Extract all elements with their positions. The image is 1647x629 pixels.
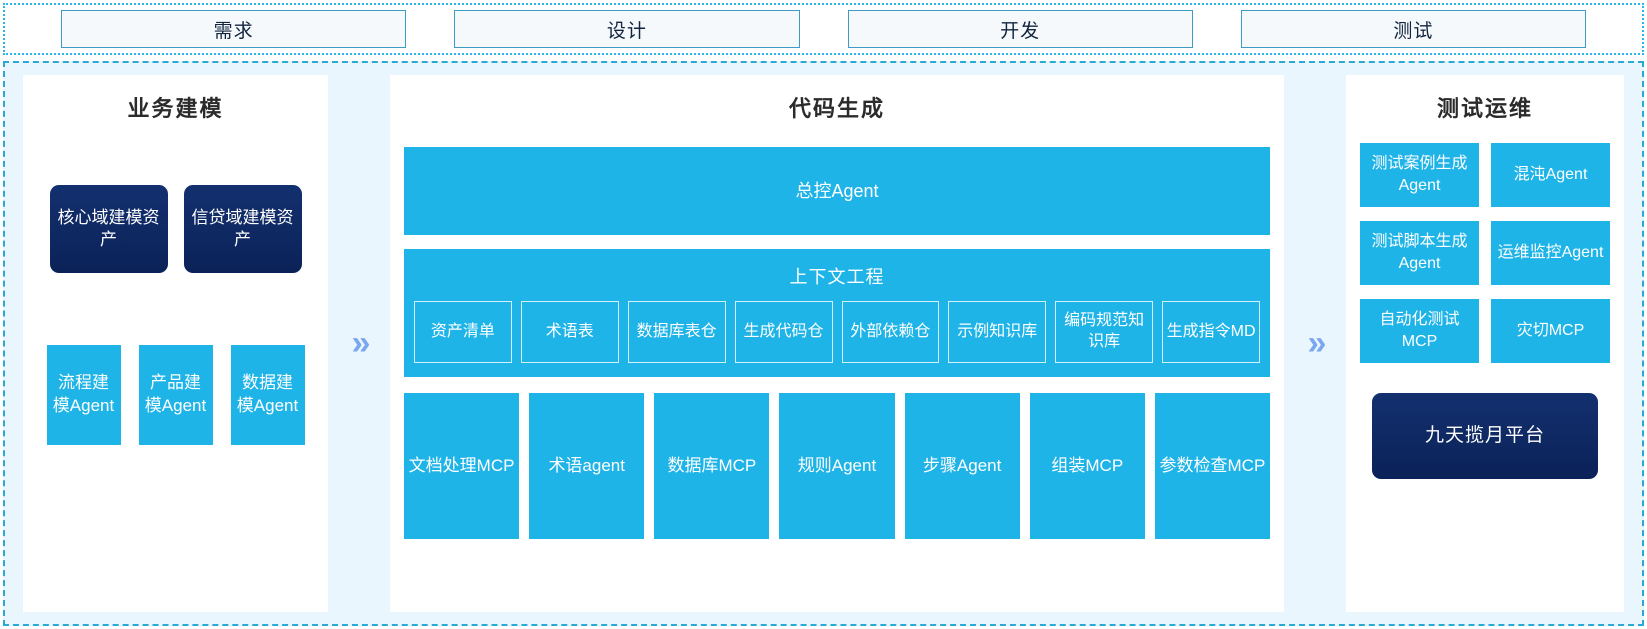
panel-title-test-operations: 测试运维 <box>1436 96 1533 121</box>
mcp-disaster-switchover[interactable]: 灾切MCP <box>1491 299 1610 363</box>
chevron-right-icon-2: » <box>1307 324 1327 362</box>
panel-title-business-modeling: 业务建模 <box>127 96 224 121</box>
tool-parameter-check-mcp[interactable]: 参数检查MCP <box>1154 393 1270 539</box>
context-item-example-kb[interactable]: 示例知识库 <box>948 301 1047 363</box>
business-assets-row: 核心域建模资产 信贷域建模资产 <box>37 185 314 273</box>
context-item-asset-list[interactable]: 资产清单 <box>414 301 512 363</box>
platform-jiutian-lanyue[interactable]: 九天揽月平台 <box>1372 393 1598 479</box>
agent-test-script-generation[interactable]: 测试脚本生成Agent <box>1360 221 1479 285</box>
phase-chip-testing[interactable]: 测试 <box>1240 10 1586 48</box>
context-item-coding-standard-kb[interactable]: 编码规范知识库 <box>1055 301 1154 363</box>
context-item-generated-code-repo[interactable]: 生成代码仓 <box>734 301 833 363</box>
phase-chip-requirements[interactable]: 需求 <box>61 10 407 48</box>
code-generation-tools-row: 文档处理MCP 术语agent 数据库MCP 规则Agent 步骤Agent 组… <box>404 393 1270 600</box>
panel-title-code-generation: 代码生成 <box>788 96 885 121</box>
agent-product-modeling[interactable]: 产品建模Agent <box>138 345 213 445</box>
panel-code-generation: 代码生成 总控Agent 上下文工程 资产清单 术语表 数据库表仓 生成代码仓 … <box>390 75 1284 612</box>
tool-glossary-agent[interactable]: 术语agent <box>529 393 645 539</box>
phase-bar: 需求 设计 开发 测试 <box>3 3 1644 55</box>
asset-core-domain[interactable]: 核心域建模资产 <box>49 185 168 273</box>
context-item-instruction-md[interactable]: 生成指令MD <box>1162 301 1260 363</box>
phase-chip-design[interactable]: 设计 <box>454 10 800 48</box>
agent-process-modeling[interactable]: 流程建模Agent <box>46 345 121 445</box>
agent-data-modeling[interactable]: 数据建模Agent <box>230 345 305 445</box>
tool-rule-agent[interactable]: 规则Agent <box>779 393 895 539</box>
tool-assembly-mcp[interactable]: 组装MCP <box>1029 393 1145 539</box>
tool-database-mcp[interactable]: 数据库MCP <box>654 393 770 539</box>
context-items-row: 资产清单 术语表 数据库表仓 生成代码仓 外部依赖仓 示例知识库 编码规范知识库… <box>414 301 1260 363</box>
tool-document-processing-mcp[interactable]: 文档处理MCP <box>404 393 520 539</box>
agent-test-case-generation[interactable]: 测试案例生成Agent <box>1360 143 1479 207</box>
agent-chaos[interactable]: 混沌Agent <box>1491 143 1610 207</box>
asset-credit-domain[interactable]: 信贷域建模资产 <box>183 185 302 273</box>
context-item-db-table-repo[interactable]: 数据库表仓 <box>627 301 726 363</box>
mcp-automated-testing[interactable]: 自动化测试MCP <box>1360 299 1479 363</box>
tool-step-agent[interactable]: 步骤Agent <box>904 393 1020 539</box>
business-agents-row: 流程建模Agent 产品建模Agent 数据建模Agent <box>37 345 314 445</box>
platform-wrapper: 九天揽月平台 <box>1360 393 1610 479</box>
panel-business-modeling: 业务建模 核心域建模资产 信贷域建模资产 流程建模Agent 产品建模Agent… <box>23 75 328 612</box>
context-engineering-title: 上下文工程 <box>789 267 885 287</box>
chevron-right-icon-1: » <box>351 324 371 362</box>
master-control-agent[interactable]: 总控Agent <box>404 147 1270 235</box>
agent-ops-monitoring[interactable]: 运维监控Agent <box>1491 221 1610 285</box>
context-item-glossary[interactable]: 术语表 <box>520 301 619 363</box>
context-item-external-dep-repo[interactable]: 外部依赖仓 <box>841 301 940 363</box>
test-operations-grid: 测试案例生成Agent 混沌Agent 测试脚本生成Agent 运维监控Agen… <box>1360 143 1610 363</box>
phase-chip-development[interactable]: 开发 <box>847 10 1193 48</box>
architecture-frame: 业务建模 核心域建模资产 信贷域建模资产 流程建模Agent 产品建模Agent… <box>3 61 1644 626</box>
panel-test-operations: 测试运维 测试案例生成Agent 混沌Agent 测试脚本生成Agent 运维监… <box>1346 75 1624 612</box>
context-engineering-block: 上下文工程 资产清单 术语表 数据库表仓 生成代码仓 外部依赖仓 示例知识库 编… <box>404 249 1270 377</box>
